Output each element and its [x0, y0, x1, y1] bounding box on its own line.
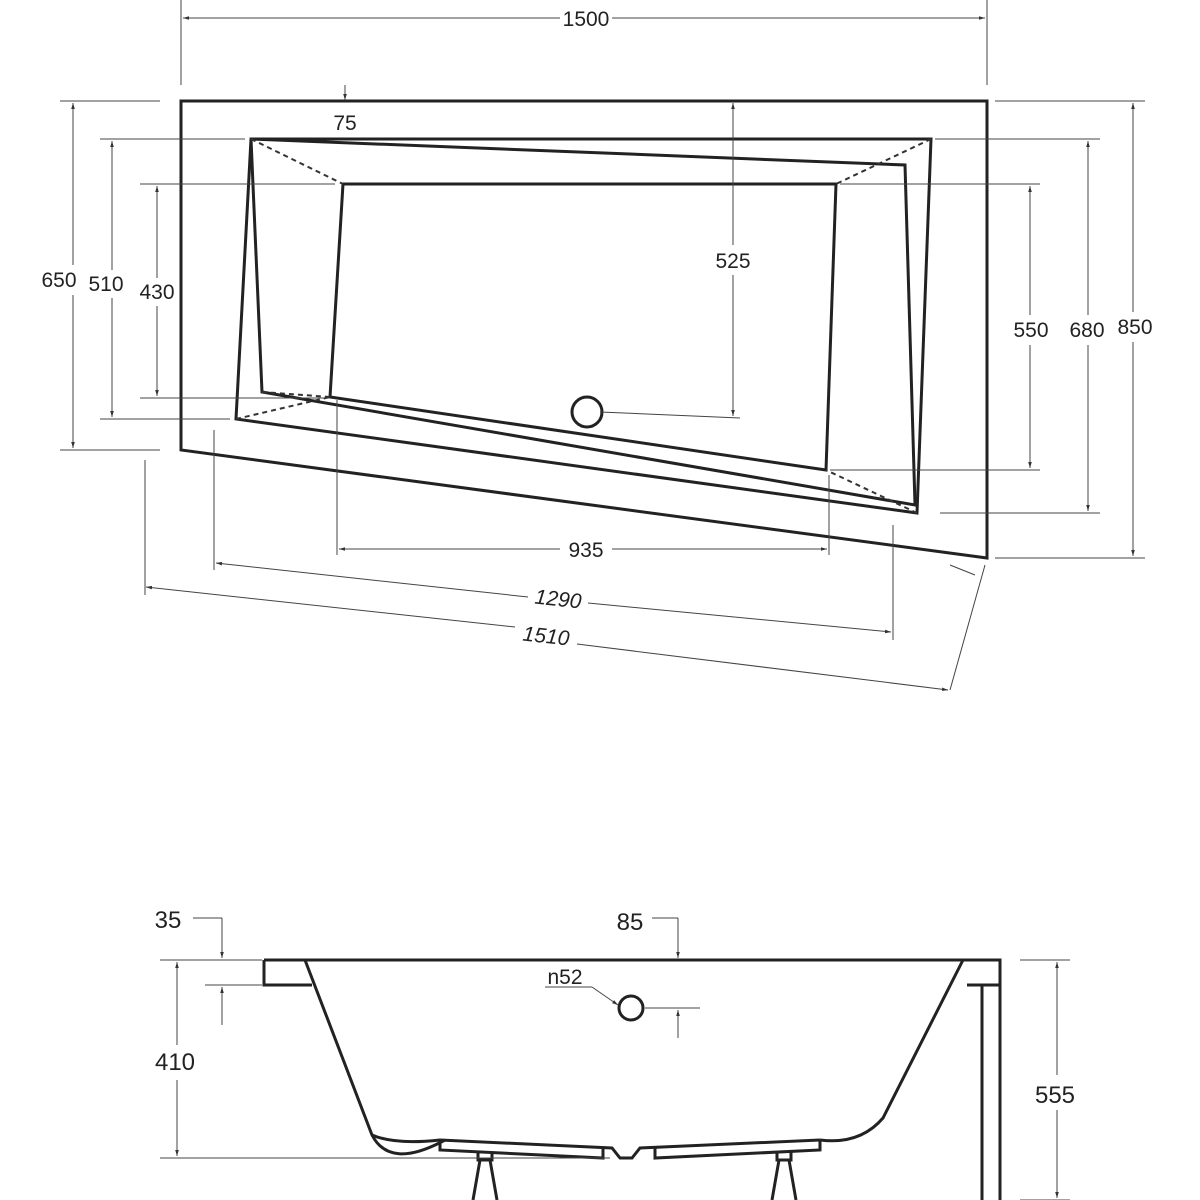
- support-plate-left: [438, 1140, 605, 1160]
- tub-profile: [262, 958, 1002, 1156]
- drain-icon: [570, 395, 604, 429]
- dim-410: 410: [155, 1049, 195, 1076]
- side-dimension-lines: [160, 917, 1070, 1200]
- dim-width-1500: 1500: [563, 8, 610, 31]
- leg-right: [770, 1152, 798, 1200]
- dim-overflow-n52: n52: [547, 966, 582, 989]
- dim-935: 935: [568, 539, 603, 562]
- corner-edges: [235, 138, 932, 514]
- dim-850: 850: [1117, 316, 1152, 339]
- dim-555: 555: [1035, 1082, 1075, 1109]
- dimension-lines: [60, 0, 1145, 692]
- dim-550: 550: [1013, 319, 1048, 342]
- outer-rim-outline: [179, 99, 989, 560]
- leg-left: [471, 1152, 499, 1200]
- dim-510: 510: [88, 273, 123, 296]
- dim-525: 525: [715, 250, 750, 273]
- dim-35: 35: [155, 907, 182, 934]
- support-plate-right: [653, 1140, 822, 1160]
- dim-1290: 1290: [534, 586, 583, 614]
- top-view: 1500 75 650 510 430 525 550 680 850 935 …: [41, 0, 1153, 692]
- dim-680: 680: [1069, 319, 1104, 342]
- dim-650: 650: [41, 269, 76, 292]
- dim-85: 85: [617, 909, 644, 936]
- slope-contour: [249, 137, 917, 507]
- apron-panel: [980, 985, 1002, 1200]
- side-view: 35 85 n52 410 555: [155, 907, 1075, 1200]
- dim-1510: 1510: [522, 623, 571, 651]
- dim-430: 430: [139, 281, 174, 304]
- overflow-icon: [617, 994, 645, 1022]
- dim-rim-75: 75: [333, 112, 356, 135]
- tub-bottom: [371, 1133, 821, 1160]
